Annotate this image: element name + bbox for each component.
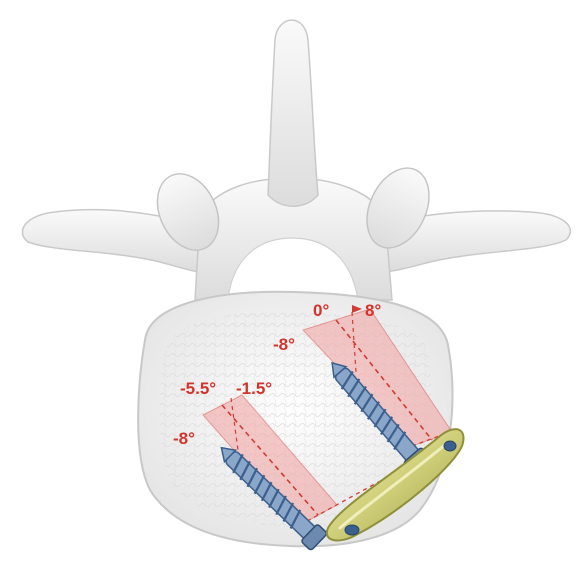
upper-cone-right-angle-label: 8°: [365, 301, 381, 320]
upper-cone-outer-angle-label: -8°: [273, 335, 295, 354]
lower-cone-right-angle-label: -1.5°: [236, 379, 272, 398]
lower-cone-left-angle-label: -5.5°: [180, 379, 216, 398]
lower-cone-outer-angle-label: -8°: [173, 429, 195, 448]
upper-cone-left-angle-label: 0°: [313, 301, 329, 320]
plate-hole-lower: [345, 525, 359, 535]
spinous-process: [268, 20, 318, 206]
plate-hole-upper: [444, 441, 456, 451]
